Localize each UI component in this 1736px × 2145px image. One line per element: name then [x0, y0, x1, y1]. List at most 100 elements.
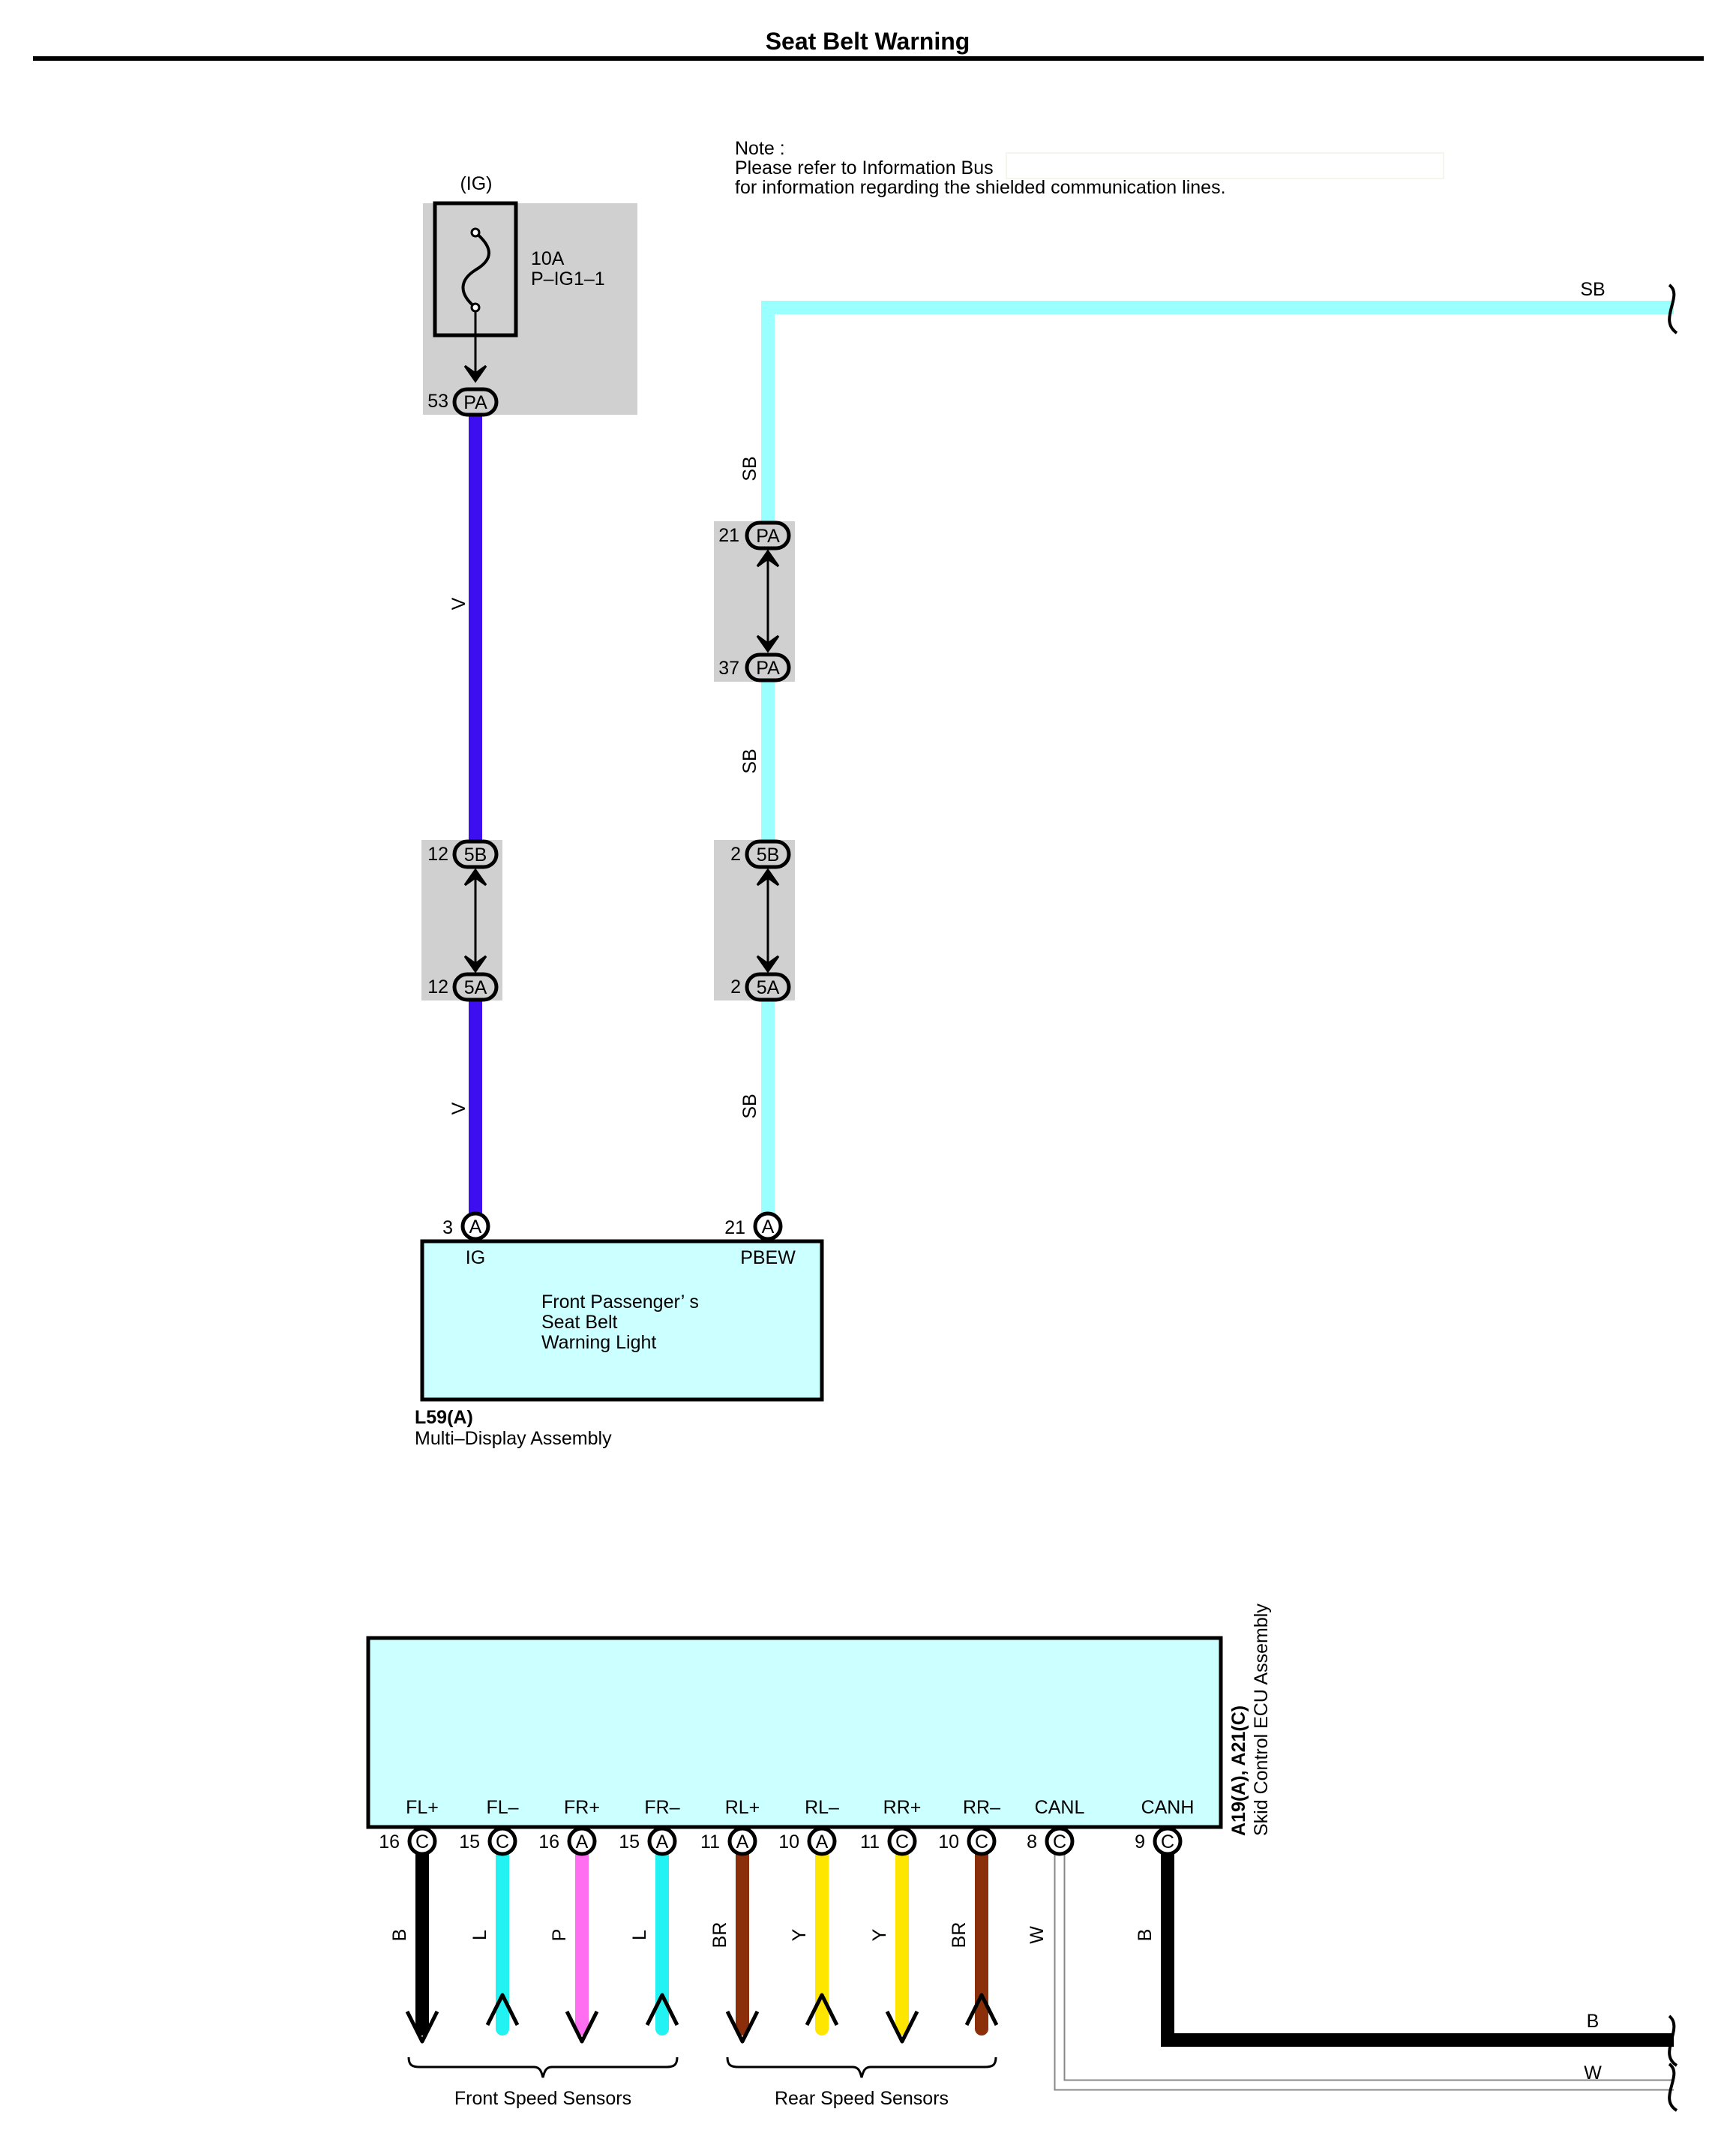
terminal-1-wire-color-label: L — [469, 1930, 490, 1940]
wire-color-label: SB — [739, 456, 760, 481]
connector-code: 5A — [464, 977, 487, 998]
component-box — [366, 1636, 1223, 1829]
pin-number: 2 — [730, 844, 741, 865]
pin-number: 37 — [718, 658, 739, 679]
fuse-block: (IG) 10A P–IG1–1 53 — [423, 173, 637, 415]
terminal-3-pin-number: 15 — [619, 1832, 640, 1852]
can-bus-wires: B W — [1054, 1841, 1678, 2112]
terminal-7-wire-color-label: BR — [949, 1922, 970, 1948]
terminal-3-arrow-up-icon — [645, 1993, 679, 2026]
wire-color-label: V — [448, 1102, 469, 1114]
terminal-9-connector — [1153, 1826, 1183, 1856]
junction-arrow-up-icon — [756, 868, 780, 886]
terminal-1-connector — [487, 1826, 517, 1856]
pin-number: 12 — [427, 844, 448, 865]
terminal-8-connector-code: C — [1053, 1832, 1066, 1852]
terminal-8-connector — [1045, 1826, 1075, 1856]
component-name: Multi–Display Assembly — [415, 1428, 612, 1449]
terminal-3-connector — [647, 1826, 677, 1856]
connector-5b-right: 5B — [745, 839, 791, 869]
connector-code: PA — [756, 526, 780, 547]
terminal-pin-number: 3 — [442, 1217, 453, 1238]
terminal-0-connector — [407, 1826, 437, 1856]
wire-segment — [761, 301, 1674, 521]
terminal-5-pin-number: 10 — [778, 1832, 799, 1852]
terminal-1-name: FL– — [486, 1797, 518, 1818]
terminal-0-connector-code: C — [415, 1832, 429, 1852]
fuse-pin-number: 53 — [427, 391, 448, 412]
terminal-4-wire-color-label: BR — [709, 1922, 730, 1948]
pin-number: 12 — [427, 976, 448, 998]
connector-5a-left: 5A — [452, 972, 499, 1002]
component-code: L59(A) — [415, 1407, 473, 1428]
connector-pill — [452, 839, 499, 869]
terminal-6-connector — [887, 1826, 917, 1856]
terminal-4-connector-code: A — [736, 1832, 749, 1852]
terminal-6-wire-color-label: Y — [869, 1928, 890, 1941]
multi-display-assembly: A 3 IG A 21 PBEW Front Passenger’ s Seat… — [415, 1211, 824, 1449]
connector-pill — [745, 652, 791, 682]
fuse-icon — [461, 231, 490, 309]
wire-color-label: SB — [739, 1094, 760, 1118]
wire-color-label: B — [1587, 2011, 1600, 2032]
terminal-2-connector-code: A — [576, 1832, 589, 1852]
terminal-7-arrow-up-icon — [964, 1993, 999, 2026]
fuse-rating: 10A — [531, 248, 565, 269]
connector-pill — [745, 520, 791, 550]
terminal-0-pin-number: 16 — [379, 1832, 400, 1852]
terminal-0-wire-color-label: B — [389, 1929, 410, 1942]
terminal-2-pin-number: 16 — [538, 1832, 559, 1852]
terminal-2-arrow-down-icon — [565, 2010, 599, 2044]
terminal-6-connector-code: C — [895, 1832, 909, 1852]
note-link-box[interactable] — [1006, 152, 1444, 179]
terminal-9-name: CANH — [1141, 1797, 1195, 1818]
pin-number: 21 — [718, 525, 739, 546]
wire-break-icon — [1668, 284, 1678, 334]
connector-5a-right: 5A — [745, 972, 791, 1002]
connector-code: 5A — [757, 977, 780, 998]
terminal-4-pin-number: 11 — [700, 1832, 720, 1852]
component-code: A19(A), A21(C) — [1228, 1706, 1249, 1836]
terminal-3-wire-color-label: L — [629, 1930, 650, 1940]
connector-pill — [745, 972, 791, 1002]
connector-5b-left: 5B — [452, 839, 499, 869]
terminal-5-arrow-up-icon — [805, 1993, 839, 2026]
terminal-4-connector — [727, 1826, 757, 1856]
junction-arrow-down-icon — [756, 634, 780, 653]
terminal-5-connector — [807, 1826, 837, 1856]
page-title: Seat Belt Warning — [766, 28, 970, 55]
ecu-terminal-columns: C16FL+BC15FL–LA16FR+PA15FR–LA11RL+BRA10R… — [379, 1797, 1195, 2044]
terminal-9-connector-code: C — [1161, 1832, 1174, 1852]
terminal-6-name: RR+ — [883, 1797, 922, 1818]
terminal-3-connector-code: A — [656, 1832, 669, 1852]
canl-wire-outline — [1054, 1841, 1674, 2091]
terminal-4-name: RL+ — [725, 1797, 760, 1818]
terminal-2-name: FR+ — [564, 1797, 600, 1818]
terminal-1-connector-code: C — [496, 1832, 509, 1852]
canh-wire — [1161, 1841, 1674, 2047]
wire-color-label: SB — [739, 748, 760, 773]
component-description: Seat Belt — [541, 1312, 618, 1333]
fuse-name: P–IG1–1 — [531, 268, 605, 290]
component-description: Warning Light — [541, 1332, 656, 1353]
terminal-connector: A — [762, 1216, 775, 1238]
terminal-9-wire-color-label: B — [1135, 1929, 1156, 1942]
wire-color-label: V — [448, 597, 469, 610]
component-description: Front Passenger’ s — [541, 1292, 699, 1312]
terminal-name: PBEW — [740, 1247, 796, 1268]
terminal-0-arrow-down-icon — [405, 2010, 439, 2044]
terminal-7-connector — [967, 1826, 997, 1856]
connector-code: 5B — [757, 844, 780, 866]
connector-pill — [452, 387, 499, 417]
fuse-block-background — [423, 203, 637, 415]
terminal-6-pin-number: 11 — [860, 1832, 880, 1852]
fuse-terminal-top — [470, 227, 481, 238]
terminal-name: IG — [466, 1247, 485, 1268]
note-text-line2: for information regarding the shielded c… — [735, 177, 1226, 198]
pin-number: 2 — [730, 976, 741, 998]
terminal-connector: A — [469, 1216, 482, 1238]
terminal-3-name: FR– — [644, 1797, 679, 1818]
left-wire-v: V V — [448, 401, 482, 1214]
fuse-arrow-icon — [463, 364, 487, 383]
rear-speed-sensors-label: Rear Speed Sensors — [775, 2088, 949, 2109]
